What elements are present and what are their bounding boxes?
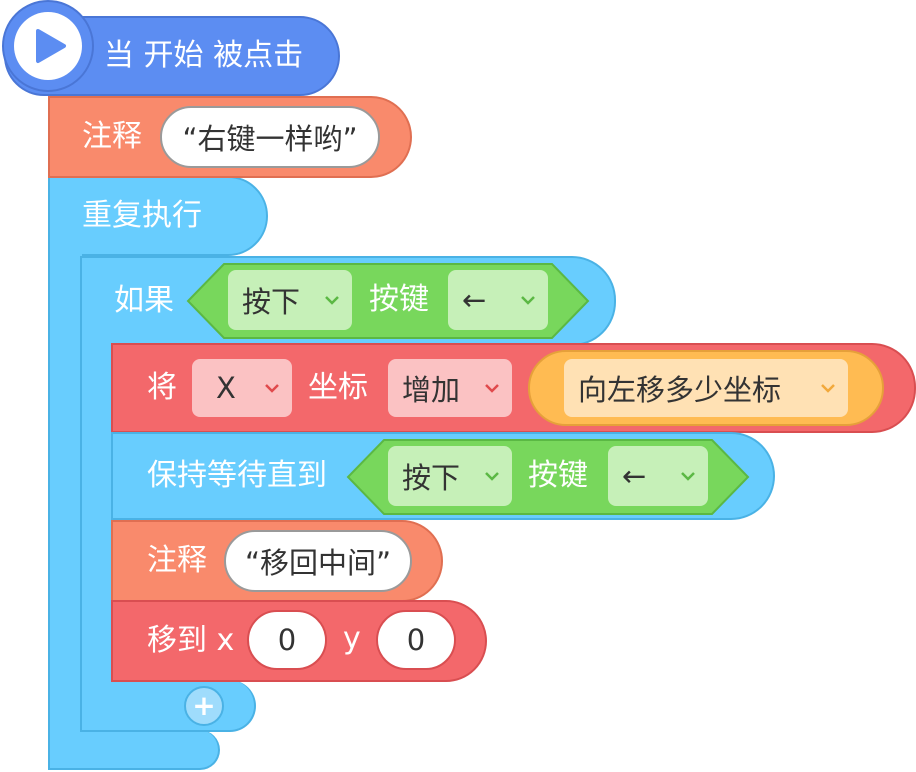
if-key-value: ←	[462, 283, 487, 317]
goto-y-input[interactable]: 0	[376, 610, 456, 670]
goto-y-label: y	[343, 621, 361, 656]
comment-2-text: “移回中间”	[244, 546, 392, 580]
add-block-button[interactable]: +	[184, 686, 224, 726]
comment-2-label: 注释	[147, 543, 207, 578]
play-icon	[36, 29, 66, 63]
if-arm	[80, 340, 114, 732]
if-label: 如果	[114, 283, 174, 318]
chevron-down-icon	[521, 296, 535, 305]
chevron-down-icon	[325, 296, 339, 305]
operation-dropdown[interactable]: 增加	[388, 359, 512, 417]
if-action-dropdown[interactable]: 按下	[228, 270, 352, 330]
goto-x-input[interactable]: 0	[247, 610, 327, 670]
wait-key-label: 按键	[528, 458, 588, 493]
play-button[interactable]	[2, 0, 94, 92]
comment-1-label: 注释	[82, 119, 142, 154]
variable-dropdown[interactable]: 向左移多少坐标	[564, 359, 848, 417]
axis-dropdown[interactable]: X	[192, 359, 292, 417]
if-key-dropdown[interactable]: ←	[448, 270, 548, 330]
chevron-down-icon	[821, 384, 835, 393]
chevron-down-icon	[681, 472, 695, 481]
wait-action-value: 按下	[402, 461, 461, 495]
plus-icon: +	[192, 689, 216, 722]
forever-arm	[48, 250, 82, 770]
coord-label: 坐标	[308, 370, 368, 405]
wait-key-dropdown[interactable]: ←	[608, 446, 708, 506]
comment-1-text-input[interactable]: “右键一样哟”	[160, 106, 380, 168]
wait-until-label: 保持等待直到	[147, 458, 327, 493]
chevron-down-icon	[485, 472, 499, 481]
wait-key-value: ←	[622, 459, 647, 493]
if-bottom	[80, 680, 256, 732]
variable-value: 向左移多少坐标	[578, 373, 782, 407]
comment-1-text: “右键一样哟”	[182, 122, 358, 156]
forever-label: 重复执行	[82, 198, 202, 233]
goto-y-value: 0	[406, 623, 426, 657]
goto-label: 移到 x	[147, 623, 235, 658]
if-action-value: 按下	[242, 285, 301, 319]
operation-value: 增加	[402, 373, 461, 407]
forever-block[interactable]: 重复执行	[48, 176, 268, 256]
hat-label: 当 开始 被点击	[104, 38, 304, 73]
comment-2-text-input[interactable]: “移回中间”	[224, 530, 412, 592]
change-label: 将	[147, 370, 177, 405]
wait-action-dropdown[interactable]: 按下	[388, 446, 512, 506]
chevron-down-icon	[265, 384, 279, 393]
goto-x-value: 0	[277, 623, 297, 657]
if-key-label: 按键	[369, 282, 429, 317]
chevron-down-icon	[485, 384, 499, 393]
axis-value: X	[216, 371, 236, 405]
forever-bottom	[48, 730, 220, 770]
